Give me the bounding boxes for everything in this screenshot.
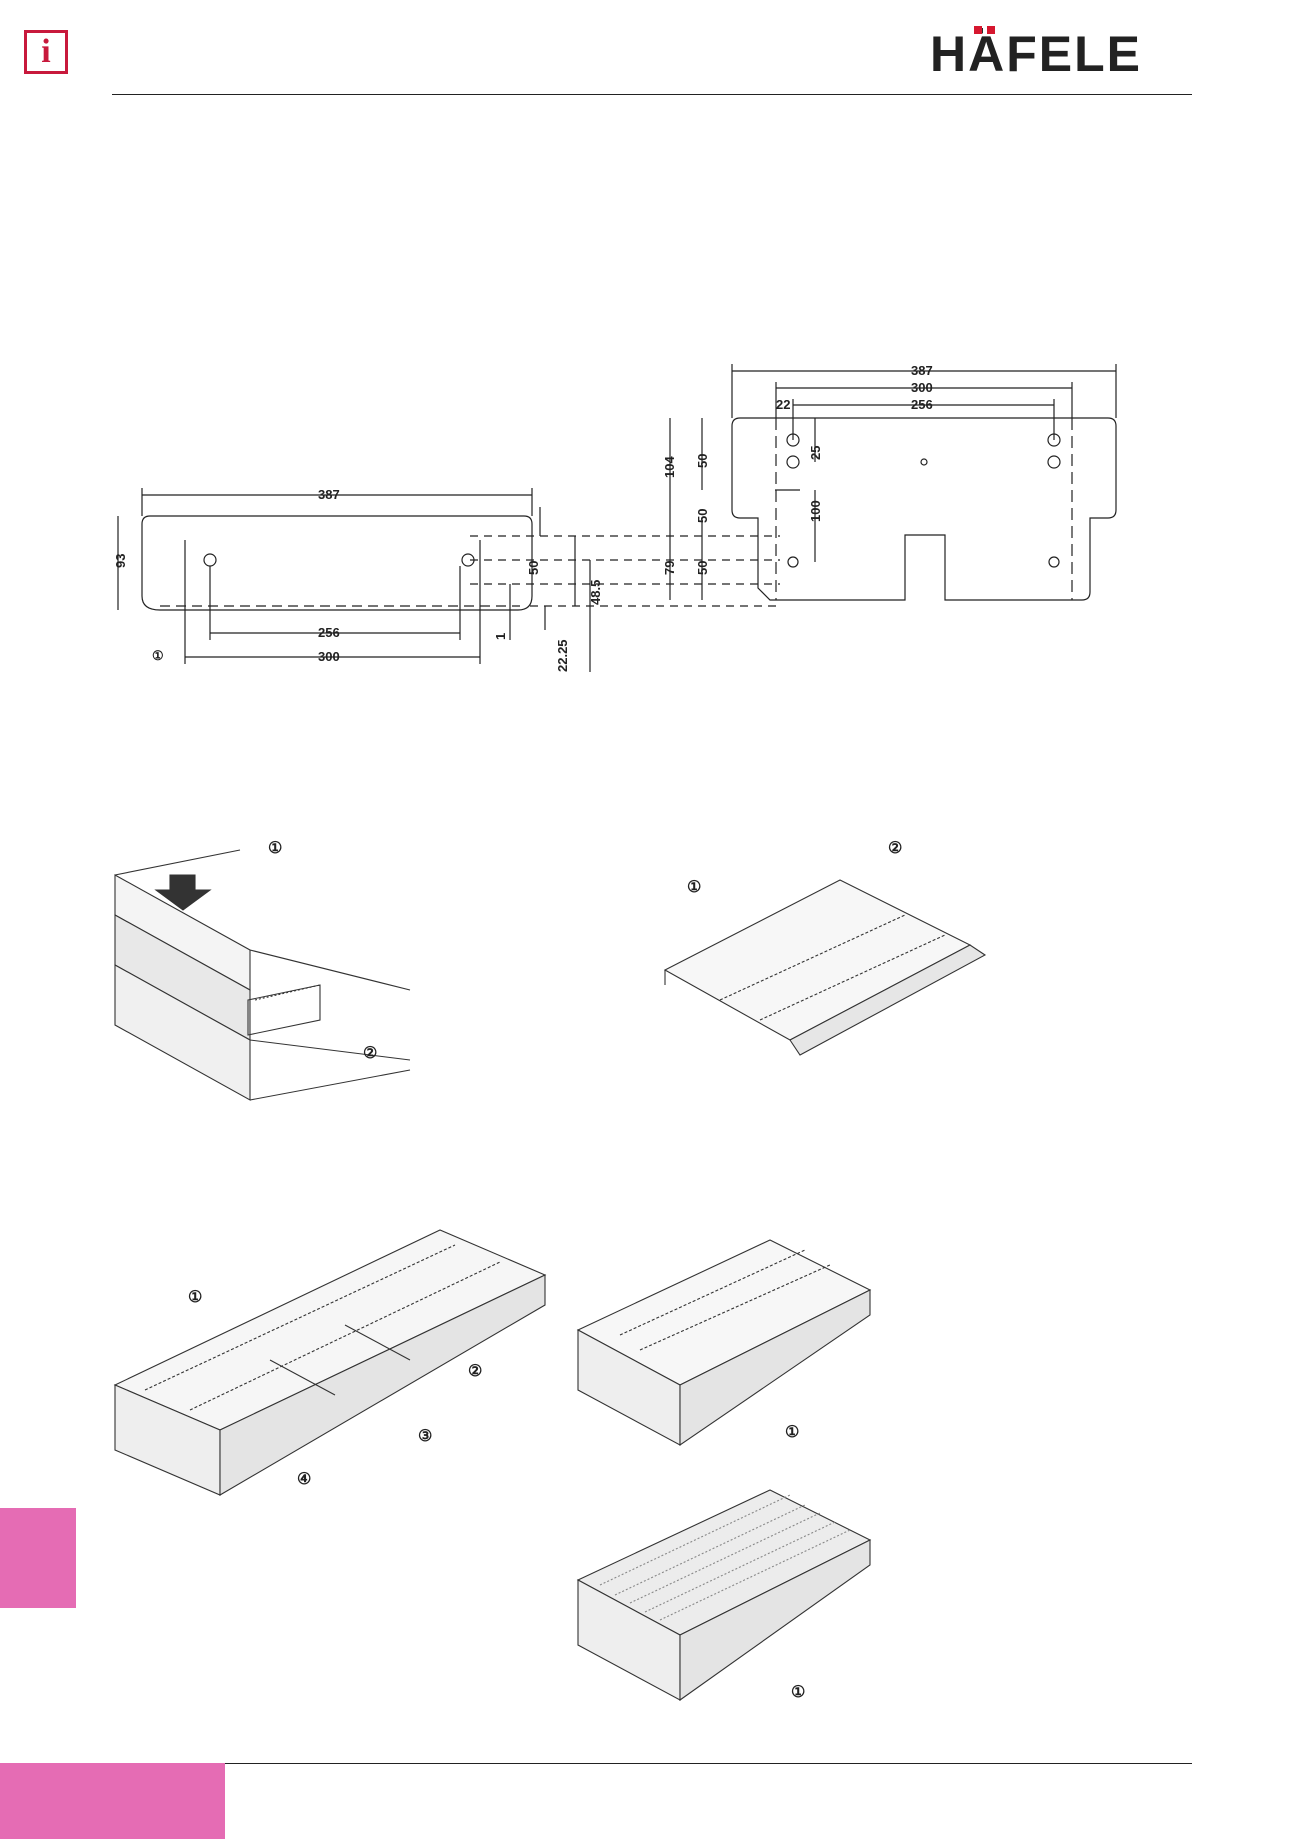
dim-right-25: 25: [808, 446, 823, 460]
callout-b-1: ①: [687, 879, 701, 896]
illustration-e: [576, 1489, 872, 1702]
dim-left-width: 387: [318, 487, 340, 502]
illustration-a: [114, 849, 411, 1101]
dim-right-22: 22: [776, 397, 790, 412]
callout-c-1: ①: [188, 1289, 202, 1306]
dim-left-256: 256: [318, 625, 340, 640]
info-icon: i: [24, 30, 68, 74]
footer-tab: [0, 1763, 225, 1839]
side-tab: [0, 1508, 76, 1608]
callout-b-2: ②: [888, 840, 902, 857]
dim-offset-48-5: 48.5: [588, 580, 603, 605]
header-rule: [112, 94, 1192, 95]
dim-right-104: 104: [662, 456, 677, 478]
callout-left-panel: ①: [152, 648, 164, 663]
dim-left-1: 1: [493, 633, 508, 640]
dim-right-width: 387: [911, 363, 933, 378]
callout-e-1: ①: [791, 1684, 805, 1701]
illustration-d: [576, 1239, 872, 1447]
dimension-drawing: 387 93 256 300 1 50 48.5 22.25 79 50 387…: [113, 363, 1117, 672]
dim-offset-79: 79: [662, 561, 677, 575]
dim-right-50-lower: 50: [695, 509, 710, 523]
logo-text: HÄFELE: [930, 26, 1142, 78]
callout-c-3: ③: [418, 1428, 432, 1445]
illustration-c: [113, 1229, 547, 1496]
footer-rule: [112, 1763, 1192, 1764]
callout-c-2: ②: [468, 1363, 482, 1380]
callout-d-1: ①: [785, 1424, 799, 1441]
dim-right-300: 300: [911, 380, 933, 395]
callout-a-2: ②: [363, 1045, 377, 1062]
callout-a-1: ①: [268, 840, 282, 857]
dim-offset-22-25: 22.25: [555, 639, 570, 672]
dim-offset-50a: 50: [526, 561, 541, 575]
illustration-b: [663, 879, 987, 1056]
callout-c-4: ④: [297, 1471, 311, 1488]
illustrations: ① ② ① ② ① ② ③ ④ ① ①: [113, 840, 987, 1702]
dim-left-height: 93: [113, 554, 128, 568]
dim-offset-50b: 50: [695, 561, 710, 575]
info-glyph: i: [41, 33, 51, 70]
dim-right-256: 256: [911, 397, 933, 412]
dim-right-100: 100: [808, 500, 823, 522]
dim-left-300: 300: [318, 649, 340, 664]
dim-right-50-upper: 50: [695, 454, 710, 468]
hafele-logo: HÄFELE: [930, 26, 1142, 78]
